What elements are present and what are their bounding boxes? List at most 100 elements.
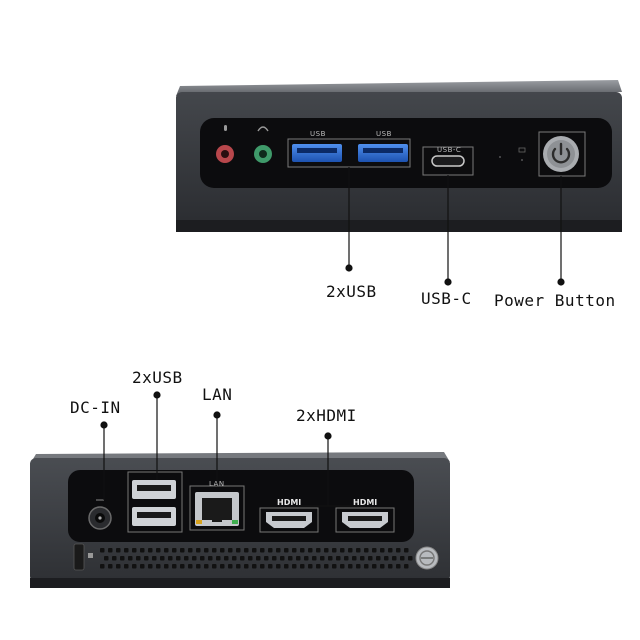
vent-hole	[404, 548, 409, 553]
vent-hole	[332, 548, 337, 553]
vent-hole	[360, 556, 365, 561]
front-usbc-port	[431, 155, 465, 167]
vent-hole	[156, 564, 161, 569]
vent-hole	[276, 548, 281, 553]
vent-hole	[284, 564, 289, 569]
vent-hole	[220, 564, 225, 569]
vent-hole	[140, 548, 145, 553]
vent-hole	[204, 564, 209, 569]
vent-hole	[172, 548, 177, 553]
vent-hole	[252, 564, 257, 569]
callout-rear-usb: 2xUSB	[132, 368, 183, 387]
vent-hole	[268, 548, 273, 553]
vent-hole	[404, 564, 409, 569]
vent-hole	[376, 556, 381, 561]
vent-hole	[264, 556, 269, 561]
rear-usb-port-1	[132, 480, 176, 499]
callout-front-usbc: USB-C	[421, 289, 472, 308]
vent-hole	[396, 548, 401, 553]
vent-hole	[372, 548, 377, 553]
vent-hole	[196, 564, 201, 569]
lan-led-green	[232, 520, 238, 524]
front-device	[176, 80, 622, 232]
callout-front-usb: 2xUSB	[326, 282, 377, 301]
vent-hole	[140, 564, 145, 569]
front-bottom-edge	[176, 220, 622, 232]
callout-dc-in: DC-IN	[70, 398, 121, 417]
vent-hole	[212, 564, 217, 569]
vent-hole	[312, 556, 317, 561]
rear-hdmi-1-label: HDMI	[277, 498, 302, 507]
kensington-lock	[73, 543, 85, 571]
vent-hole	[188, 564, 193, 569]
vent-hole	[100, 548, 105, 553]
vent-hole	[324, 548, 329, 553]
rear-usb-frame	[127, 471, 183, 533]
callout-power-button: Power Button	[494, 291, 616, 310]
vent-hole	[364, 564, 369, 569]
led-dot	[521, 159, 523, 161]
vent-hole	[344, 556, 349, 561]
vent-hole	[252, 548, 257, 553]
vent-hole	[244, 548, 249, 553]
vent-hole	[240, 556, 245, 561]
vent-hole	[192, 556, 197, 561]
hdd-icon	[518, 147, 526, 153]
vent-hole	[204, 548, 209, 553]
lan-led-amber	[196, 520, 202, 524]
vent-hole	[224, 556, 229, 561]
front-usbc-label: USB-C	[437, 146, 462, 154]
vent-hole	[380, 548, 385, 553]
screw	[415, 546, 439, 570]
vent-hole	[348, 564, 353, 569]
vent-hole	[336, 556, 341, 561]
vent-hole	[104, 556, 109, 561]
vent-hole	[332, 564, 337, 569]
rear-leaders	[100, 391, 365, 507]
vent-hole	[108, 548, 113, 553]
vent-hole	[244, 564, 249, 569]
vent-hole	[296, 556, 301, 561]
rear-lan-label: LAN	[209, 480, 225, 488]
vent-hole	[100, 564, 105, 569]
vent-hole	[352, 556, 357, 561]
vent-hole	[356, 548, 361, 553]
vent-hole	[132, 564, 137, 569]
vent-hole	[396, 564, 401, 569]
vent-hole	[156, 548, 161, 553]
callout-lan: LAN	[202, 385, 233, 404]
vent-hole	[388, 564, 393, 569]
vent-hole	[304, 556, 309, 561]
power-icon	[551, 147, 571, 164]
vent-hole	[116, 564, 121, 569]
vent-hole	[380, 564, 385, 569]
vent-hole	[276, 564, 281, 569]
hdmi-port-2	[335, 507, 395, 533]
vent-hole	[308, 548, 313, 553]
mic-jack	[216, 125, 234, 163]
vent-hole	[392, 556, 397, 561]
vent-hole	[232, 556, 237, 561]
vent-hole	[372, 564, 377, 569]
vent-hole	[164, 548, 169, 553]
vent-hole	[328, 556, 333, 561]
rear-bottom-edge	[30, 578, 450, 588]
vent-hole	[184, 556, 189, 561]
vent-hole	[288, 556, 293, 561]
mic-icon	[224, 125, 227, 131]
vent-grille	[100, 548, 413, 569]
vent-hole	[172, 564, 177, 569]
vent-hole	[236, 548, 241, 553]
led-dot	[499, 156, 501, 158]
vent-hole	[384, 556, 389, 561]
vent-hole	[136, 556, 141, 561]
rear-usb-port-2	[132, 507, 176, 526]
vent-hole	[340, 564, 345, 569]
vent-hole	[212, 548, 217, 553]
vent-hole	[260, 564, 265, 569]
vent-hole	[200, 556, 205, 561]
vent-hole	[236, 564, 241, 569]
vent-hole	[400, 556, 405, 561]
callout-hdmi: 2xHDMI	[296, 406, 357, 425]
